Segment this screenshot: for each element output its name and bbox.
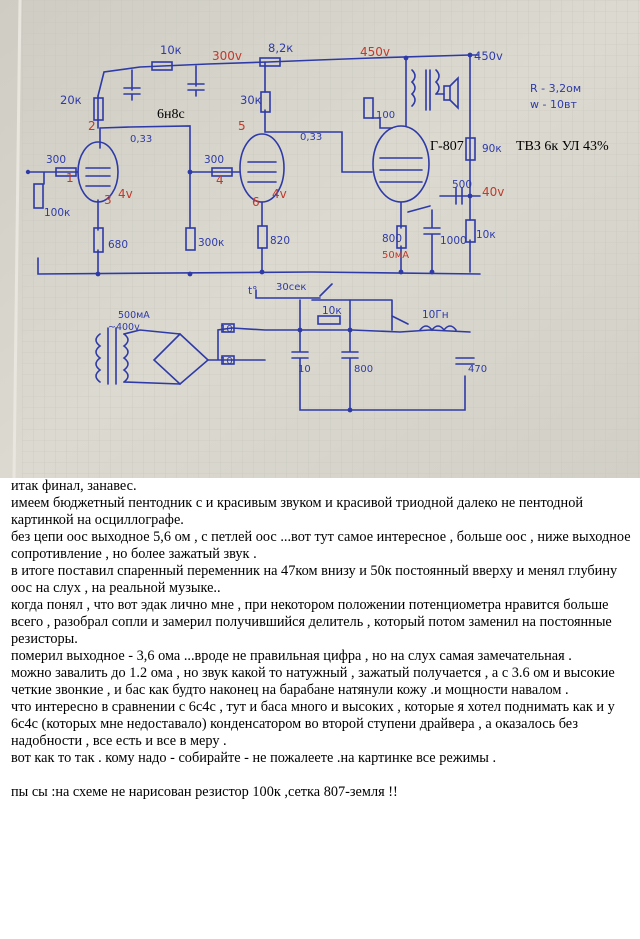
label-300a: 300	[46, 154, 66, 166]
post-ps: пы сы :на схеме не нарисован резистор 10…	[11, 784, 398, 800]
resistor-8k2	[259, 57, 281, 67]
label-50ma: 50мА	[382, 250, 409, 261]
label-033b: 0,33	[300, 132, 322, 143]
label-820: 820	[270, 235, 290, 247]
post-paragraph: можно завалить до 1.2 ома , но звук како…	[11, 665, 615, 698]
resistor-10k	[151, 61, 173, 71]
post-paragraph: что интересно в сравнении с 6с4с , тут и…	[11, 699, 615, 749]
label-10a: 10	[220, 324, 233, 335]
resistor-30k	[260, 91, 271, 113]
resistor-20k	[93, 97, 104, 121]
schematic-photo: 10к 8,2к 450v 20к 30к R - 3,2ом w - 10вт…	[0, 0, 640, 478]
label-400v: ~400v	[108, 322, 140, 333]
label-90k: 90к	[482, 143, 502, 155]
label-20k: 20к	[60, 93, 82, 107]
resistor-800	[396, 225, 407, 249]
label-c800: 800	[354, 364, 373, 375]
label-10b: 10	[220, 356, 233, 367]
resistor-10k-psu	[317, 315, 341, 325]
label-450v-out: 450v	[474, 49, 503, 63]
label-c10: 10	[298, 364, 311, 375]
label-spec-w: w - 10вт	[530, 98, 577, 111]
post-paragraph: имеем бюджетный пентодник с и красивым з…	[11, 495, 584, 528]
resistor-300a	[55, 167, 77, 177]
label-4v-b: 4v	[272, 187, 287, 201]
label-tube-6n8s: 6н8с	[157, 107, 185, 122]
resistor-300b	[211, 167, 233, 177]
post-paragraph: померил выходное - 3,6 ома ...вроде не п…	[11, 648, 572, 664]
paragraph-gap	[11, 767, 631, 784]
ink-dots	[25, 52, 473, 413]
label-pin1: 1	[66, 171, 74, 185]
label-tube-g807: Г-807	[430, 139, 464, 154]
label-800: 800	[382, 233, 402, 245]
post-paragraph: итак финал, занавес.	[11, 478, 137, 494]
label-500: 500	[452, 179, 472, 191]
resistor-680	[93, 227, 104, 253]
label-30sec: 30сек	[276, 282, 306, 293]
label-680: 680	[108, 239, 128, 251]
forum-post-text: итак финал, занавес. имеем бюджетный пен…	[11, 478, 631, 801]
resistor-820	[257, 225, 268, 249]
label-300v: 300v	[212, 49, 242, 63]
label-300k: 300к	[198, 237, 224, 249]
label-10k-fb: 10к	[476, 229, 496, 241]
label-c470: 470	[468, 364, 487, 375]
label-450v: 450v	[360, 45, 390, 59]
label-spec-r: R - 3,2ом	[530, 82, 581, 95]
resistor-bodies	[33, 57, 476, 365]
label-tvz: ТВЗ 6к УЛ 43%	[516, 139, 609, 154]
label-pin3: 3	[104, 193, 112, 207]
label-100k: 100к	[44, 207, 70, 219]
label-tdeg: t°	[248, 285, 257, 297]
label-40v: 40v	[482, 185, 504, 199]
resistor-100k	[33, 183, 44, 209]
post-paragraph: вот как то так . кому надо - собирайте -…	[11, 750, 497, 766]
label-033a: 0,33	[130, 134, 152, 145]
label-10k-psu: 10к	[322, 305, 342, 317]
label-pin4: 4	[216, 173, 224, 187]
resistor-10a	[221, 323, 235, 333]
label-4v-a: 4v	[118, 187, 133, 201]
label-1000: 1000	[440, 235, 467, 247]
post-paragraph: без цепи оос выходное 5,6 ом , с петлей …	[11, 529, 631, 562]
resistor-10k-fb	[465, 219, 476, 243]
label-pin2: 2	[88, 119, 96, 133]
label-8k2: 8,2к	[268, 41, 293, 55]
label-pin5: 5	[238, 119, 246, 133]
label-30k: 30к	[240, 93, 262, 107]
label-10k: 10к	[160, 43, 182, 57]
resistor-10b	[221, 355, 235, 365]
label-500ma: 500мА	[118, 310, 150, 321]
label-10gn: 10Гн	[422, 309, 449, 321]
post-paragraph: когда понял , что вот эдак лично мне , п…	[11, 597, 612, 647]
label-pin6: 6	[252, 195, 260, 209]
resistor-100	[363, 97, 374, 119]
resistor-300k	[185, 227, 196, 251]
post-paragraph: в итоге поставил спаренный переменник на…	[11, 563, 618, 596]
label-100: 100	[376, 110, 395, 121]
resistor-90k	[465, 137, 476, 161]
label-300b: 300	[204, 154, 224, 166]
